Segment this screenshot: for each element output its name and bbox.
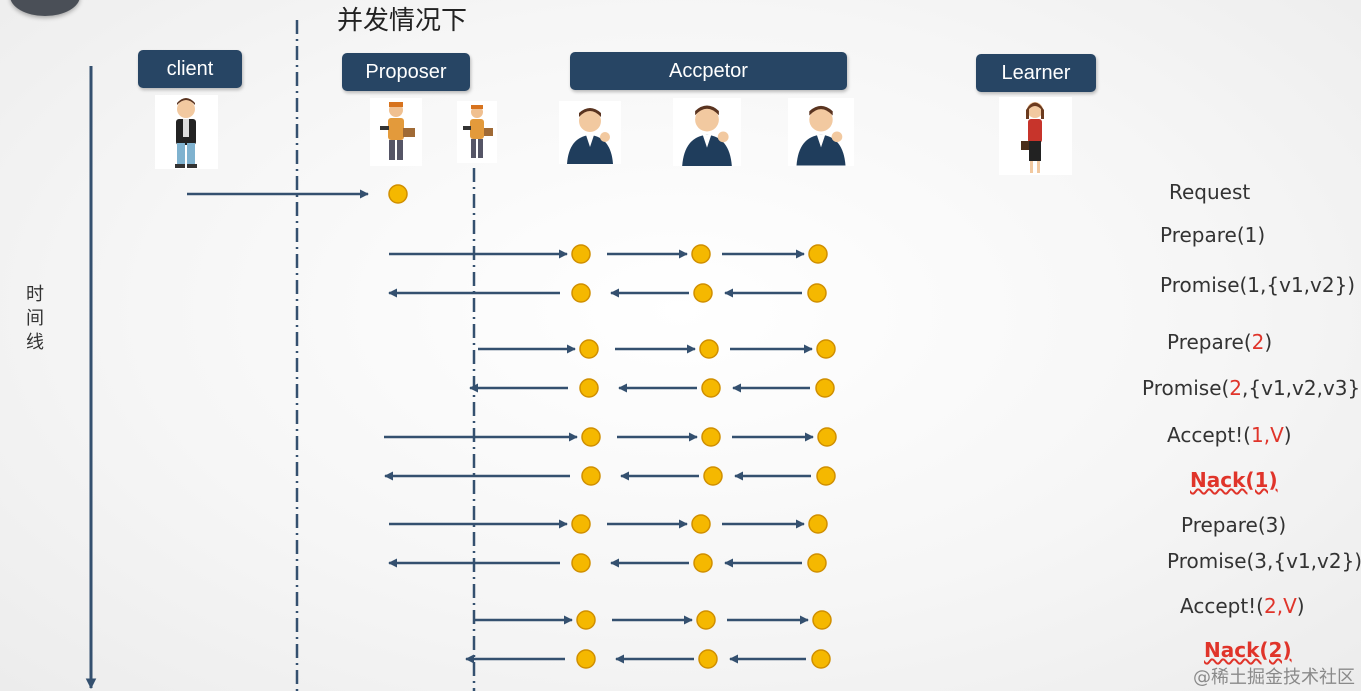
message-label: Prepare(1) (1160, 223, 1265, 247)
message-node (580, 379, 598, 397)
message-node (692, 515, 710, 533)
message-node (572, 515, 590, 533)
message-node (572, 245, 590, 263)
message-label: Prepare(3) (1181, 513, 1286, 537)
message-node (694, 284, 712, 302)
message-node (818, 428, 836, 446)
message-label: Promise(2,{v1,v2,v3}) (1142, 376, 1361, 400)
message-node (809, 245, 827, 263)
message-node (813, 611, 831, 629)
message-node (700, 340, 718, 358)
message-node (697, 611, 715, 629)
message-node (694, 554, 712, 572)
message-node (702, 428, 720, 446)
nack-label: Nack(1) (1190, 468, 1278, 492)
message-node (577, 650, 595, 668)
message-node (692, 245, 710, 263)
message-node (704, 467, 722, 485)
message-label: Promise(3,{v1,v2}) (1167, 549, 1361, 573)
message-label: Promise(1,{v1,v2}) (1160, 273, 1355, 297)
message-node (582, 467, 600, 485)
message-node (702, 379, 720, 397)
message-label: Accept!(1,V) (1167, 423, 1292, 447)
message-label: Prepare(2) (1167, 330, 1272, 354)
message-node (816, 379, 834, 397)
message-node (809, 515, 827, 533)
message-label: Accept!(2,V) (1180, 594, 1305, 618)
message-node (389, 185, 407, 203)
message-node (817, 340, 835, 358)
watermark: @稀土掘金技术社区 (1193, 663, 1355, 689)
message-node (699, 650, 717, 668)
message-node (572, 284, 590, 302)
message-node (580, 340, 598, 358)
nack-label: Nack(2) (1204, 638, 1292, 662)
message-node (572, 554, 590, 572)
message-node (808, 554, 826, 572)
message-node (817, 467, 835, 485)
message-node (582, 428, 600, 446)
message-node (577, 611, 595, 629)
message-node (808, 284, 826, 302)
message-label: Request (1169, 180, 1250, 204)
message-node (812, 650, 830, 668)
